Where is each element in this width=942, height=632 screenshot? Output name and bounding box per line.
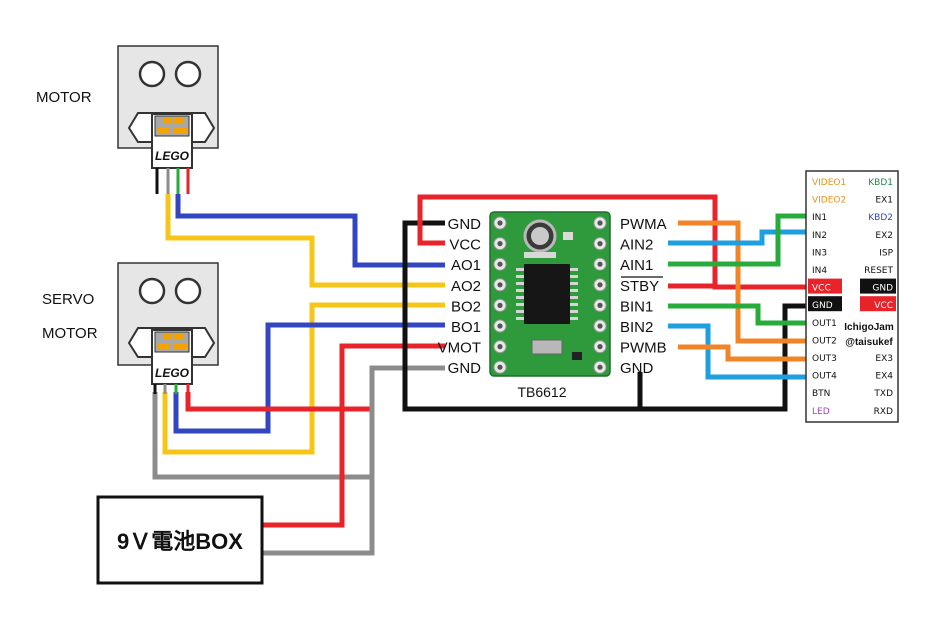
ichigojam-pin-gnd-right: GND — [872, 284, 893, 294]
ichigojam-pin-rxd: RXD — [874, 407, 893, 417]
wire-servo-bo1 — [173, 322, 445, 434]
wire-ain1 — [668, 213, 810, 267]
wire-pwmb — [678, 344, 810, 362]
driver-pin-right-stby: STBY — [620, 278, 659, 295]
wire-driver-gnd-loop — [402, 220, 810, 412]
driver-pad-hole — [497, 302, 503, 308]
ichigojam-pin-kbd1-right: KBD1 — [868, 178, 893, 188]
ichigojam-vcc-badge-right — [860, 296, 896, 312]
motor-component: LEGO — [117, 45, 219, 194]
driver-pad-hole — [497, 282, 503, 288]
driver-pin-right-gnd: GND — [620, 360, 654, 377]
wire-ain2 — [668, 229, 810, 246]
motor-label: MOTOR — [36, 89, 92, 106]
driver-pin-left-ao2: AO2 — [451, 278, 481, 295]
driver-pin-left-ao1: AO1 — [451, 257, 481, 274]
driver-pin-left-bo2: BO2 — [451, 298, 481, 315]
driver-pin-left-vcc: VCC — [449, 237, 481, 254]
wire-motor-ao1 — [175, 194, 445, 268]
ichigojam-pin-out1: OUT1 — [812, 319, 837, 329]
driver-pad-hole — [497, 364, 503, 370]
ichigojam-pin-gnd: GND — [812, 301, 833, 311]
ichigojam-pin-out2: OUT2 — [812, 336, 837, 346]
ichigojam-vcc-badge — [808, 278, 842, 294]
driver-pin-right-ain2: AIN2 — [620, 237, 653, 254]
lego-label-motor: LEGO — [155, 149, 190, 163]
ichigojam-pin-out4: OUT4 — [812, 372, 837, 382]
driver-pad-hole — [597, 323, 603, 329]
wire-pwma — [678, 220, 810, 344]
driver-pin-left-vmot: VMOT — [438, 340, 481, 357]
ichigojam-pin-video1: VIDEO1 — [812, 178, 846, 188]
wire-motor-ao2 — [165, 194, 445, 288]
ichigojam-pin-ex4: EX4 — [875, 372, 893, 382]
driver-pad-hole — [597, 344, 603, 350]
driver-pin-right-bin1: BIN1 — [620, 298, 653, 315]
driver-pin-left-gnd: GND — [448, 360, 482, 377]
driver-pin-right-bin2: BIN2 — [620, 319, 653, 336]
ichigojam-pin-led: LED — [812, 407, 830, 417]
driver-pad-hole — [597, 220, 603, 226]
wire-servo-bo2 — [162, 302, 445, 455]
ichigojam-pin-kbd2-right: KBD2 — [868, 213, 893, 223]
driver-pin-left-gnd: GND — [448, 216, 482, 233]
wire-bin1 — [668, 303, 810, 326]
wire-battery-vmot — [262, 343, 445, 528]
ichigojam-title: IchigoJam — [844, 322, 894, 333]
ichigojam-pin-out3: OUT3 — [812, 354, 837, 364]
driver-pad-hole — [597, 302, 603, 308]
tb6612-board — [489, 211, 611, 377]
ichigojam-pin-vcc-right: VCC — [874, 301, 893, 311]
ichigojam-pin-video2: VIDEO2 — [812, 196, 846, 206]
ichigojam-pin-txd: TXD — [873, 389, 893, 399]
driver-pad-hole — [497, 241, 503, 247]
driver-pad-hole — [597, 364, 603, 370]
wire-vcc — [417, 194, 810, 290]
chip-label: TB6612 — [517, 384, 566, 400]
ichigojam-credit: @taisukef — [845, 337, 893, 348]
ichigojam-gnd-badge — [808, 296, 842, 312]
ichigojam-pin-in4: IN4 — [812, 266, 827, 276]
lego-label-servo: LEGO — [155, 366, 190, 380]
ichigojam-pin-ex2-right: EX2 — [875, 231, 893, 241]
ichigojam-pin-in3: IN3 — [812, 248, 827, 258]
wire-servo-ground — [152, 392, 372, 480]
ichigojam-pin-ex1-right: EX1 — [875, 196, 893, 206]
ichigojam-pin-ex3: EX3 — [875, 354, 893, 364]
driver-pad-hole — [597, 241, 603, 247]
ichigojam-pin-in2: IN2 — [812, 231, 827, 241]
ichigojam-pin-isp-right: ISP — [879, 248, 893, 258]
driver-pad-hole — [497, 344, 503, 350]
servo-label-line2: MOTOR — [42, 325, 98, 342]
driver-pad-hole — [597, 261, 603, 267]
battery-box — [96, 495, 264, 585]
servo-motor-component: LEGO — [117, 262, 219, 394]
driver-pad-hole — [597, 282, 603, 288]
ichigojam-pin-btn: BTN — [812, 389, 830, 399]
servo-label-line1: SERVO — [42, 291, 94, 308]
driver-pad-hole — [497, 261, 503, 267]
driver-pin-left-bo1: BO1 — [451, 319, 481, 336]
driver-pin-right-pwma: PWMA — [620, 216, 667, 233]
driver-pin-right-ain1: AIN1 — [620, 257, 653, 274]
ichigojam-pin-in1: IN1 — [812, 213, 827, 223]
ichigojam-gnd-badge-right — [860, 278, 896, 294]
battery-label: 9Ｖ電池BOX — [117, 529, 243, 554]
wire-bin2 — [668, 323, 810, 380]
ichigojam-pin-reset-right: RESET — [864, 266, 893, 276]
wire-battery-gnd — [262, 365, 445, 556]
wire-servo-power — [185, 392, 370, 412]
driver-pin-right-pwmb: PWMB — [620, 340, 667, 357]
ichigojam-pin-vcc: VCC — [812, 284, 831, 294]
driver-pad-hole — [497, 220, 503, 226]
driver-pad-hole — [497, 323, 503, 329]
